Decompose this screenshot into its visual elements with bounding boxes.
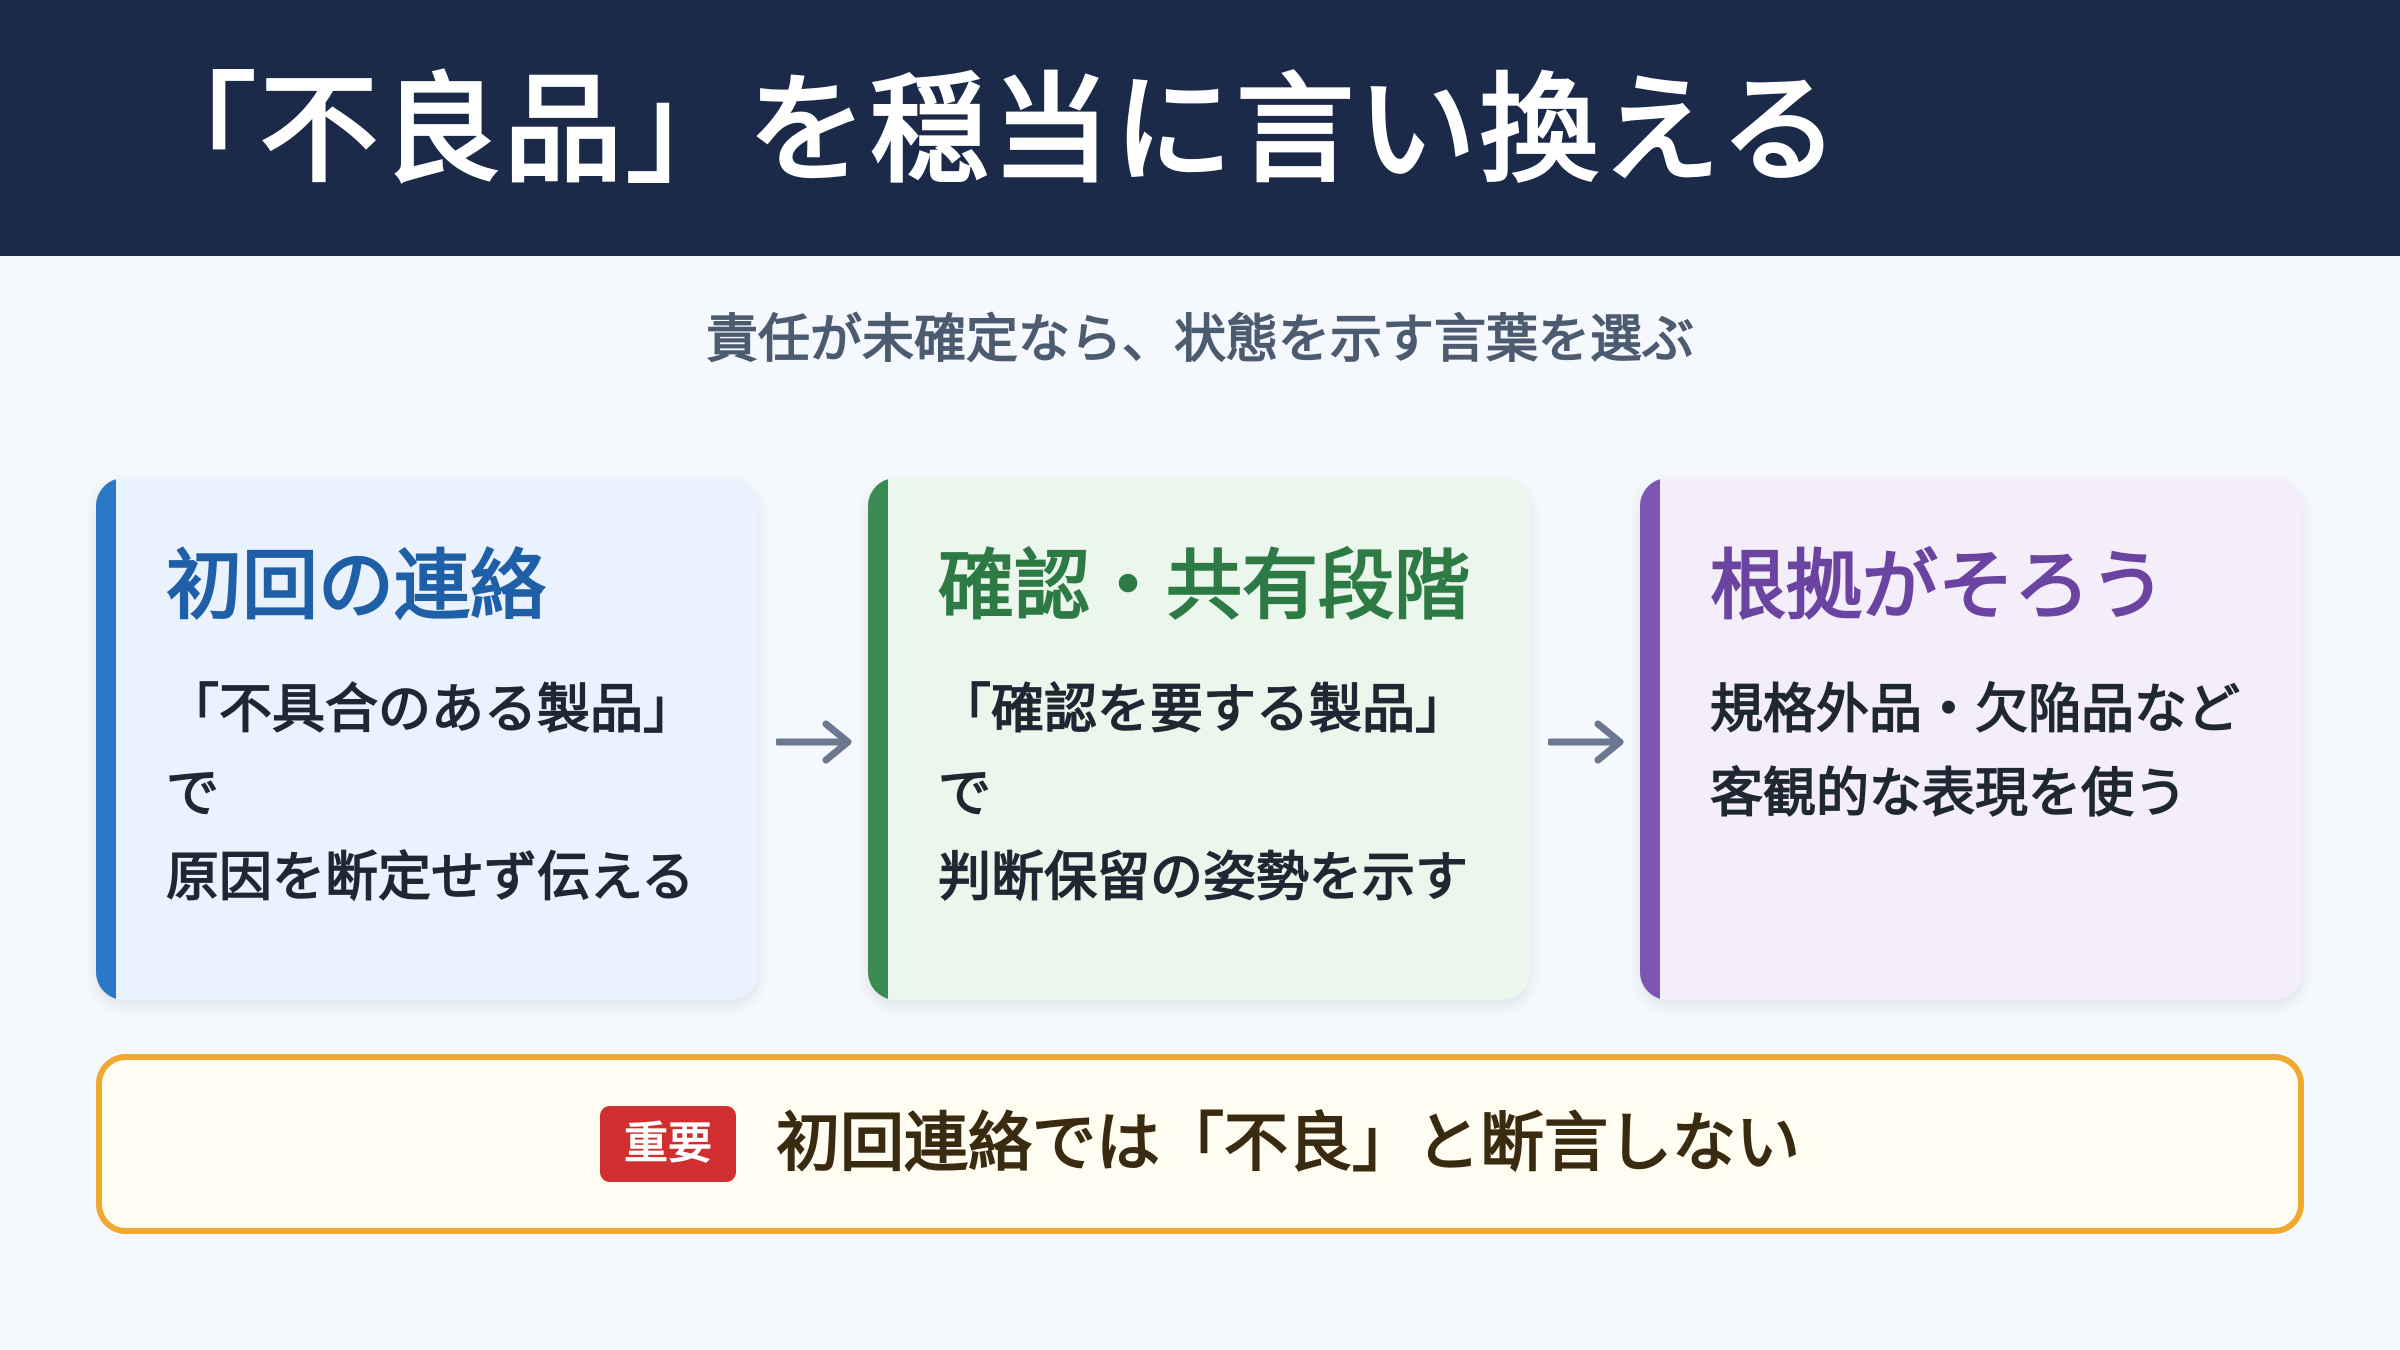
- card-accent-bar: [1640, 478, 1660, 1000]
- card-evidence-ready: 根拠がそろう 規格外品・欠陥品など 客観的な表現を使う: [1640, 478, 2302, 1000]
- card-line: 「確認を要する製品」: [938, 679, 1468, 740]
- card-accent-bar: [96, 478, 116, 1000]
- arrow-right-icon: [776, 720, 852, 764]
- card-line: で: [938, 763, 991, 824]
- card-line: 客観的な表現を使う: [1710, 763, 2187, 824]
- card-line: 規格外品・欠陥品など: [1710, 679, 2240, 740]
- card-initial-contact: 初回の連絡 「不具合のある製品」 で 原因を断定せず伝える: [96, 478, 758, 1000]
- card-confirm-share: 確認・共有段階 「確認を要する製品」 で 判断保留の姿勢を示す: [868, 478, 1530, 1000]
- card-line: 原因を断定せず伝える: [166, 847, 695, 908]
- subtitle: 責任が未確定なら、状態を示す言葉を選ぶ: [705, 310, 1694, 370]
- arrow-right-icon: [1548, 720, 1624, 764]
- callout-text: 初回連絡では「不良」と断言しない: [776, 1107, 1800, 1181]
- card-line: 判断保留の姿勢を示す: [938, 847, 1468, 908]
- header-banner: 「不良品」を穏当に言い換える: [0, 0, 2400, 256]
- card-accent-bar: [868, 478, 888, 1000]
- important-badge: 重要: [600, 1106, 736, 1182]
- card-body: 規格外品・欠陥品など 客観的な表現を使う: [1710, 668, 2240, 836]
- important-callout: 重要 初回連絡では「不良」と断言しない: [96, 1054, 2304, 1234]
- card-heading: 初回の連絡: [166, 541, 546, 630]
- card-heading: 根拠がそろう: [1710, 541, 2166, 630]
- card-body: 「確認を要する製品」 で 判断保留の姿勢を示す: [938, 668, 1468, 920]
- page-title: 「不良品」を穏当に言い換える: [138, 61, 1843, 199]
- card-line: で: [166, 763, 219, 824]
- card-heading: 確認・共有段階: [938, 541, 1470, 630]
- card-body: 「不具合のある製品」 で 原因を断定せず伝える: [166, 668, 696, 920]
- card-line: 「不具合のある製品」: [166, 679, 696, 740]
